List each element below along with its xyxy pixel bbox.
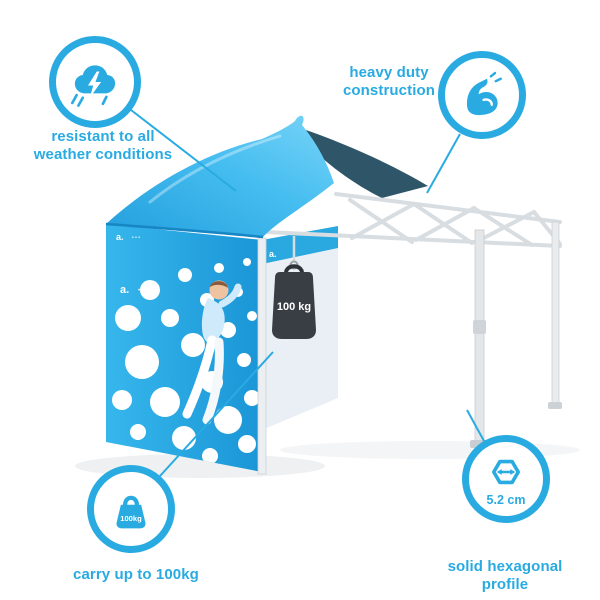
profile-measurement: 5.2 cm xyxy=(486,492,526,507)
connector-lines xyxy=(130,109,485,477)
tent-legs xyxy=(470,221,562,448)
weight-icon: 100kg xyxy=(116,495,146,529)
weight-icon-label: 100kg xyxy=(120,514,142,523)
weather-callout-label: resistant to all weather conditions xyxy=(33,128,173,163)
construction-callout-label: heavy duty construction xyxy=(342,64,436,99)
hanging-weight-label: 100 kg xyxy=(277,301,311,313)
weather-callout-circle xyxy=(49,36,141,128)
connector-line xyxy=(426,133,461,194)
profile-callout-label: solid hexagonal profile xyxy=(447,558,563,593)
hexagon-profile-icon xyxy=(491,459,521,484)
connector-line xyxy=(466,409,485,442)
capacity-callout-label: carry up to 100kg xyxy=(73,566,199,583)
wall-logo-mid: a. xyxy=(120,284,129,296)
roof-frame xyxy=(264,192,562,248)
wall-logo-mid-dots: • • • xyxy=(138,288,148,294)
storm-cloud-icon xyxy=(70,65,116,107)
connector-line xyxy=(159,351,274,477)
printed-person xyxy=(182,280,242,425)
wall-logo-top-dots: • • • xyxy=(132,235,140,241)
connector-line xyxy=(130,109,237,192)
hanging-weight: 100 kg xyxy=(272,236,316,339)
capacity-callout-circle: 100kg xyxy=(87,465,175,553)
profile-callout-circle: 5.2 cm xyxy=(462,435,550,523)
front-leg xyxy=(257,237,267,475)
construction-callout-circle xyxy=(438,51,526,139)
canopy xyxy=(105,115,334,239)
canopy-underside xyxy=(300,128,428,198)
wall-logo-top: a. xyxy=(116,232,124,242)
left-wall: a. • • • a. • • • xyxy=(106,224,262,472)
muscle-arm-icon xyxy=(466,71,502,116)
banner-logo: a. xyxy=(269,249,277,259)
